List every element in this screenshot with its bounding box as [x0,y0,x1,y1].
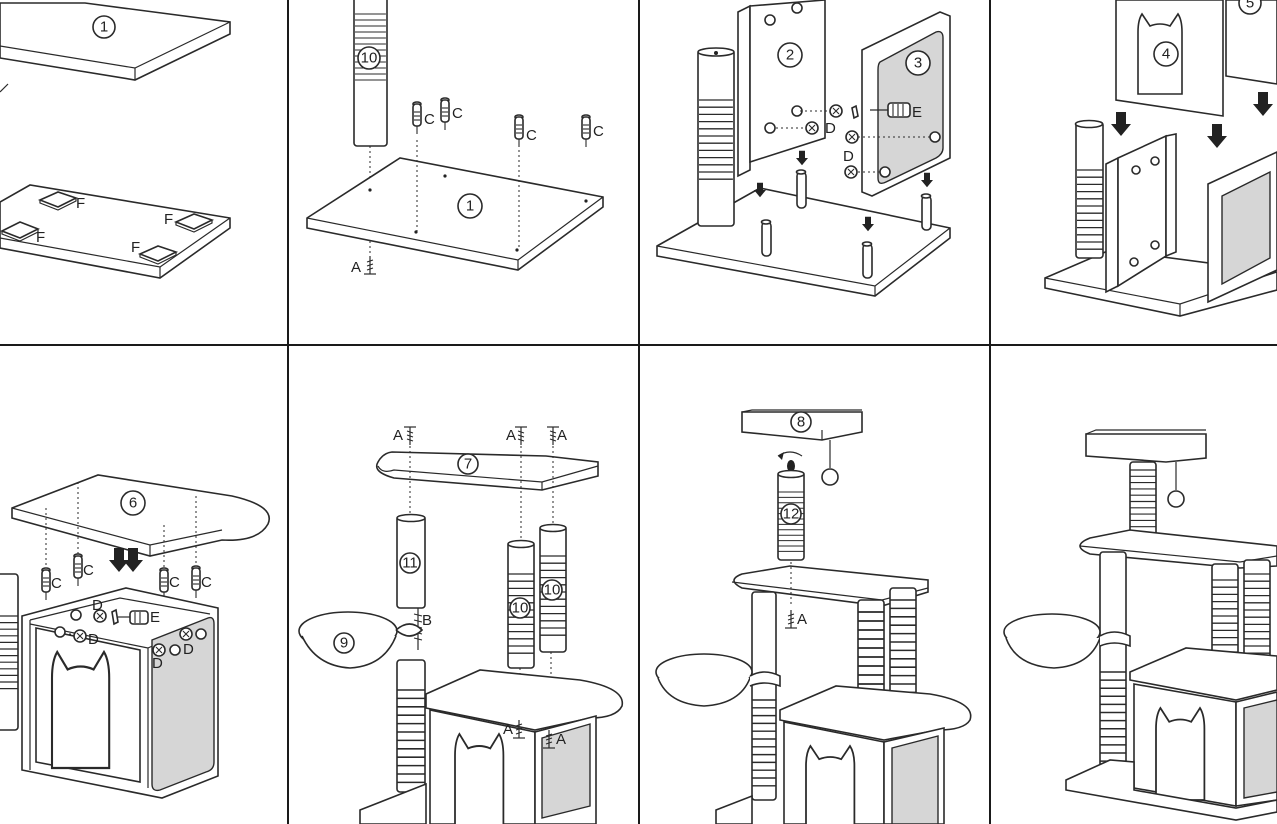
step-8-panel [1003,429,1277,821]
part-1-marker: 1 [92,15,116,39]
svg-text:A: A [556,731,566,748]
svg-text:C: C [593,123,604,140]
svg-text:4: 4 [1162,46,1170,63]
svg-text:F: F [36,229,45,246]
svg-text:3: 3 [914,55,922,72]
svg-text:A: A [506,427,516,444]
svg-text:B: B [422,612,432,629]
svg-text:E: E [150,609,160,626]
foot-pad [0,221,40,242]
cam-lock-d [845,130,859,144]
cam-lock-d [829,104,843,118]
svg-text:5: 5 [1246,0,1254,12]
dowel-c [514,114,524,148]
svg-text:C: C [169,574,180,591]
step-7-panel: 8 12 A [655,409,972,824]
dowel-c [440,97,450,131]
svg-text:C: C [201,574,212,591]
step-2-panel: 10 1 C C C C A [306,0,604,276]
part-6-marker: 6 [120,490,146,516]
foot-pad [37,191,79,211]
svg-text:C: C [452,105,463,122]
svg-text:A: A [557,427,567,444]
svg-text:E: E [912,104,922,121]
part-4-marker: 4 [1153,41,1179,67]
svg-text:10: 10 [512,600,529,617]
svg-text:D: D [92,597,103,614]
svg-text:C: C [424,111,435,128]
part-7-marker: 7 [457,453,479,475]
cam-lock-d [73,629,87,643]
svg-text:F: F [164,211,173,228]
svg-text:8: 8 [797,414,805,431]
part-10-marker: 10 [357,46,381,70]
svg-text:10: 10 [544,582,561,599]
screw-a [784,609,798,629]
cam-lock-d [179,627,193,641]
part-10-marker: 10 [541,579,563,601]
svg-text:A: A [797,611,807,628]
part-10-marker: 10 [509,597,531,619]
part-9-marker: 9 [333,632,355,654]
step-5-panel: 6 C C C C D D [0,474,270,799]
foot-pad [173,213,215,233]
svg-text:2: 2 [786,47,794,64]
svg-text:A: A [351,259,361,276]
svg-text:11: 11 [402,555,418,572]
dowel-c [73,553,83,587]
svg-text:C: C [526,127,537,144]
cam-lock-d [844,165,858,179]
step-6-panel: 7 A A A 11 B 9 [298,426,624,824]
part-11-marker: 11 [399,552,421,574]
svg-text:F: F [76,195,85,212]
svg-text:F: F [131,239,140,256]
part-3-marker: 3 [905,50,931,76]
screw-a [514,426,528,446]
part-8-marker: 8 [790,411,812,433]
svg-text:D: D [825,120,836,137]
svg-text:C: C [51,575,62,592]
screw-a [363,255,377,275]
dowel-c [191,565,201,599]
dowel-c [581,114,591,148]
part-1-marker: 1 [457,193,483,219]
part-12-marker: 12 [780,503,802,525]
svg-text:A: A [503,721,513,738]
svg-text:12: 12 [783,506,800,523]
svg-text:D: D [88,631,99,648]
svg-text:C: C [83,562,94,579]
screw-a [403,426,417,446]
svg-text:D: D [183,641,194,658]
svg-text:1: 1 [466,198,474,215]
svg-text:1: 1 [100,19,108,36]
svg-text:6: 6 [129,495,137,512]
foot-pad [137,245,179,265]
cam-lock-d [805,121,819,135]
step-1-panel: 1 F F F F [0,2,231,279]
part-5-marker: 5 [1238,0,1262,15]
step-3-panel: 2 3 D D E [656,0,951,297]
svg-text:9: 9 [340,635,348,652]
step-4-panel: 4 5 [1044,0,1277,317]
part-2-marker: 2 [777,42,803,68]
svg-text:A: A [393,427,403,444]
dowel-c [41,567,51,601]
svg-text:D: D [152,655,163,672]
svg-text:D: D [843,148,854,165]
svg-text:7: 7 [464,456,472,473]
dowel-c [412,101,422,135]
svg-text:10: 10 [361,50,378,67]
